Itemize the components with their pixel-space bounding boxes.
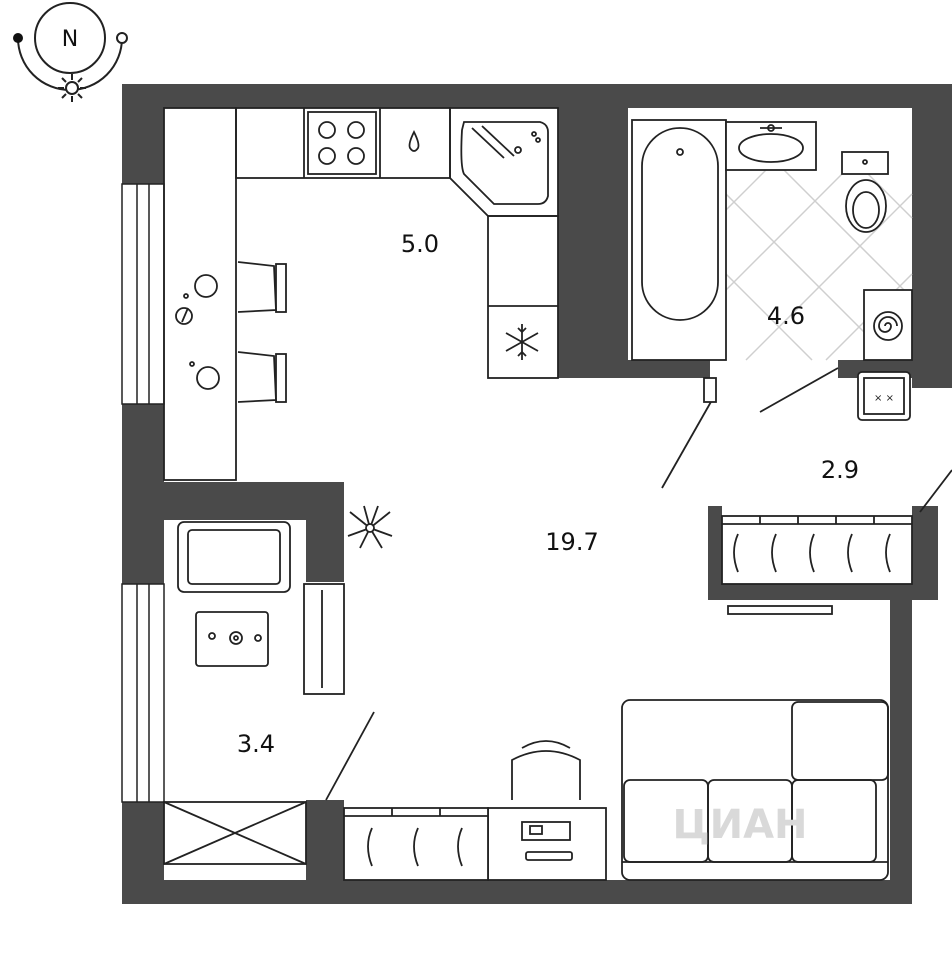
wardrobe (721, 515, 913, 585)
coffee-table (195, 611, 269, 667)
loggia (163, 521, 345, 865)
armchair-icon (177, 521, 291, 593)
room-area-loggia: 3.4 (237, 730, 275, 758)
wall-kitchen-bath (558, 100, 628, 378)
bath-door (759, 367, 839, 413)
washbasin-icon (725, 121, 817, 171)
bar-counter (163, 107, 237, 481)
wall-wardrobe-bottom (708, 584, 912, 600)
compass-west-dot (13, 33, 23, 43)
sink-icon (460, 121, 549, 205)
toilet-icon (841, 151, 889, 233)
plant-icon (347, 505, 393, 549)
wall-top (122, 84, 952, 108)
wall-loggia-pillar (306, 482, 344, 582)
bar-stool (237, 261, 287, 313)
bar-stool (237, 351, 287, 403)
compass-letter: N (62, 27, 78, 52)
desk (487, 807, 607, 881)
safe-icon: × × (857, 371, 911, 421)
loggia-cabinet (303, 583, 345, 695)
loggia-door (325, 711, 375, 801)
wall-wardrobe-right (912, 506, 938, 600)
window-kitchen (121, 183, 165, 405)
storage-box (163, 801, 307, 865)
room-area-bathroom: 4.6 (767, 302, 805, 330)
window-loggia (121, 583, 165, 803)
entrance-door (661, 399, 713, 489)
watermark: ЦИАН (672, 802, 807, 848)
hallway: × × (661, 371, 952, 615)
room-area-living: 19.7 (545, 528, 598, 556)
cup-icon (175, 274, 218, 325)
hall-door-right (919, 469, 952, 513)
living-room (325, 505, 889, 881)
stove-icon (307, 111, 377, 175)
wall-wardrobe-left (708, 506, 722, 598)
tv-icon (727, 605, 833, 615)
cup-icon (189, 361, 220, 390)
wall-bottom (122, 880, 912, 904)
compass: N (13, 2, 128, 102)
wall-bath-bottom-left (628, 360, 710, 378)
bathroom (631, 119, 913, 413)
dresser (343, 807, 489, 881)
compass-ring (34, 2, 106, 74)
wall-bath-right (912, 108, 952, 388)
snowflake-icon (505, 324, 539, 360)
washing-machine-icon (863, 289, 913, 361)
walls (122, 84, 952, 904)
bathtub-icon (631, 119, 727, 361)
svg-text:× ×: × × (874, 393, 894, 404)
kitchen-counter-right (487, 215, 559, 379)
wall-right (890, 600, 912, 904)
chair-icon (511, 740, 581, 800)
windows (121, 183, 165, 803)
room-area-hall: 2.9 (821, 456, 859, 484)
kitchen (163, 107, 559, 481)
wall-loggia-bottom (306, 800, 344, 904)
sofa-icon (621, 699, 889, 881)
wall-left-middle (122, 404, 164, 584)
sun-icon (58, 74, 86, 102)
room-area-kitchen: 5.0 (401, 230, 439, 258)
compass-east-dot (116, 32, 128, 44)
wall-left-upper (122, 84, 164, 184)
corner-counter (449, 107, 559, 217)
water-drop-icon (408, 129, 420, 152)
